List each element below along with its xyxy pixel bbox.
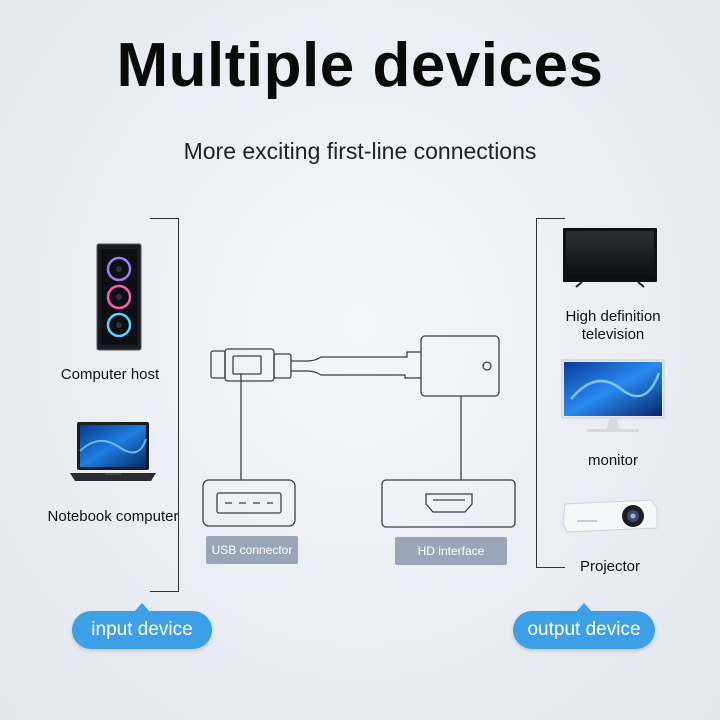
projector-icon [562, 499, 658, 533]
input-bracket [150, 218, 179, 592]
page-title: Multiple devices [116, 31, 604, 100]
output-bracket [536, 218, 565, 568]
page-subtitle: More exciting first-line connections [183, 138, 537, 164]
hd-interface-tag: HD interface [395, 537, 507, 565]
usb-connector-tag: USB connector [206, 536, 298, 564]
desktop-tower-icon [96, 243, 142, 351]
hdtv-label-line1: High definition [565, 308, 661, 325]
projector-label: Projector [579, 558, 641, 575]
laptop-icon [70, 422, 156, 481]
hdtv-label-line2: television [581, 326, 645, 343]
input-device-button: input device [72, 603, 212, 649]
notebook-computer-label: Notebook computer [47, 508, 179, 525]
monitor-icon [561, 359, 665, 432]
output-device-button: output device [513, 603, 655, 649]
adapter-diagram [202, 335, 516, 528]
monitor-label: monitor [587, 452, 639, 469]
computer-host-label: Computer host [60, 366, 160, 383]
hdtv-label: High definition television [545, 308, 681, 344]
tv-icon [563, 228, 657, 288]
